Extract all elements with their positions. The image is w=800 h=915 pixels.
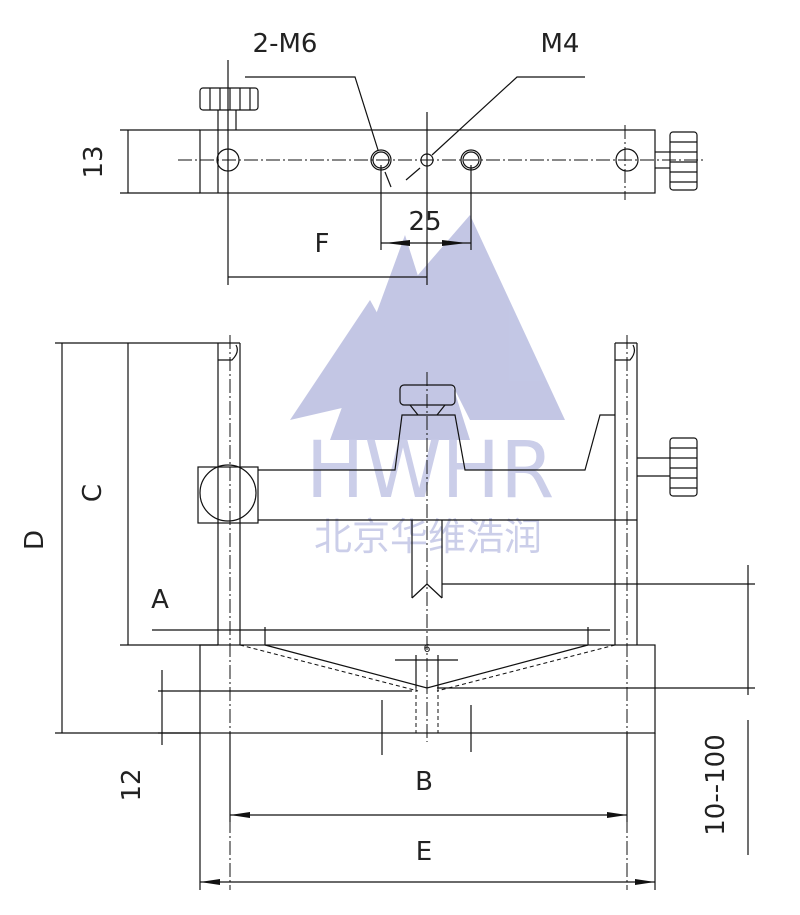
watermark-logo: HWHR 北京华维浩润 — [290, 215, 565, 559]
dim-range-label: 10--100 — [701, 734, 731, 835]
dim-c-label: C — [78, 484, 108, 502]
dim-b-label: B — [415, 767, 433, 797]
dim-a-label: A — [151, 585, 169, 615]
dim-25-label: 25 — [408, 207, 441, 237]
label-2-m6: 2-M6 — [253, 29, 318, 59]
side-knob-front-icon — [669, 437, 698, 497]
post-clamp — [197, 466, 259, 524]
dim-13-label: 13 — [79, 145, 109, 178]
watermark-triangle-right — [405, 215, 565, 420]
top-view: 13 25 F 2-M6 M4 — [79, 29, 705, 285]
dim-12-label: 12 — [117, 768, 147, 801]
dim-f-label: F — [315, 229, 330, 259]
dim-d-label: D — [20, 530, 50, 550]
thumb-screw-icon — [199, 87, 259, 111]
watermark-hwhr: HWHR — [306, 426, 555, 516]
watermark-triangle-mid — [290, 300, 420, 420]
front-view: 6 D C A 12 10--100 B E — [20, 335, 755, 890]
label-m4: M4 — [541, 29, 580, 59]
watermark-company: 北京华维浩润 — [314, 515, 542, 559]
dim-e-label: E — [416, 837, 432, 867]
side-knob-icon — [669, 131, 698, 191]
dim-6-label: 6 — [424, 642, 431, 655]
